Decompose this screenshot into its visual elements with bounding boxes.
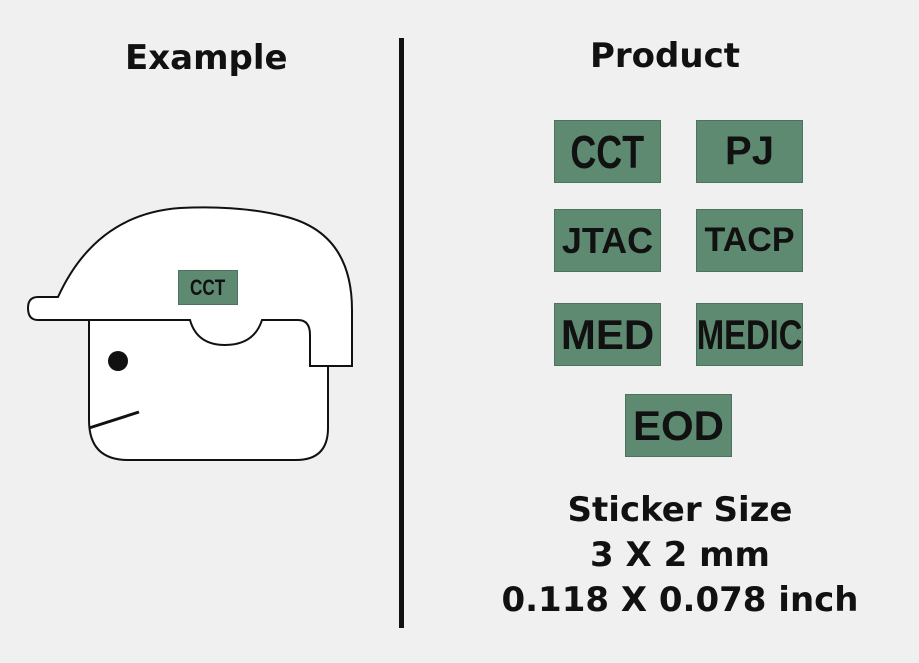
sticker-cct: CCT — [554, 120, 661, 183]
size-imperial: 0.118 X 0.078 inch — [501, 580, 859, 620]
size-metric: 3 X 2 mm — [590, 535, 770, 575]
sticker-size-info: Sticker Size 3 X 2 mm 0.118 X 0.078 inch — [480, 488, 880, 623]
sticker-medic: MEDIC — [696, 303, 803, 366]
helmet-sticker: CCT — [178, 270, 238, 305]
product-heading: Product — [590, 36, 740, 76]
sticker-tacp: TACP — [696, 209, 803, 272]
size-title: Sticker Size — [567, 490, 793, 530]
sticker-jtac: JTAC — [554, 209, 661, 272]
sticker-med: MED — [554, 303, 661, 366]
helmet-illustration — [26, 206, 353, 461]
vertical-divider — [399, 38, 404, 628]
head-outline — [88, 317, 329, 461]
example-heading: Example — [125, 38, 288, 78]
sticker-eod: EOD — [625, 394, 732, 457]
sticker-pj: PJ — [696, 120, 803, 183]
mouth-line — [88, 410, 140, 430]
eye-icon — [108, 351, 128, 371]
